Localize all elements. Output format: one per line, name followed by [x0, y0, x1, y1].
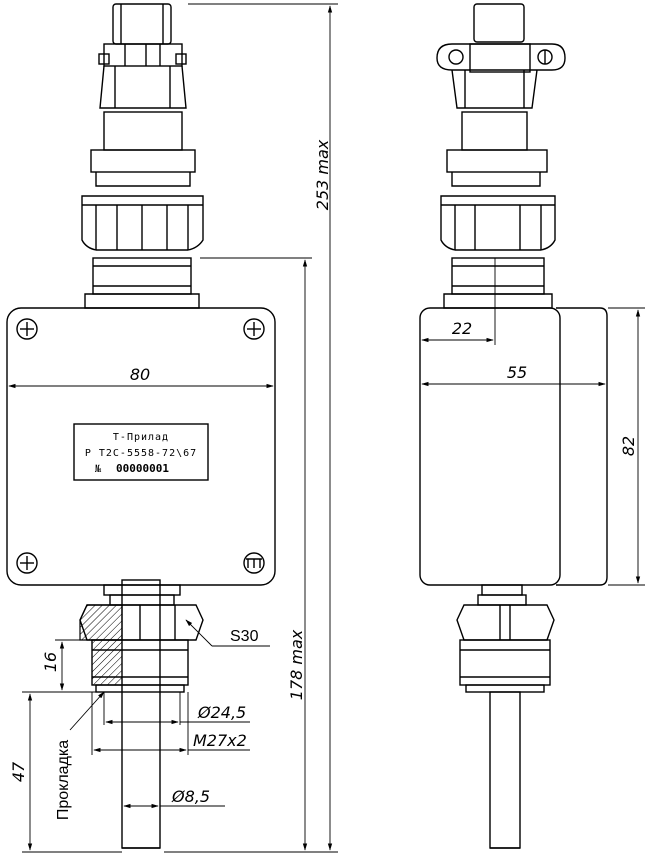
label-box-depth: 55 — [507, 363, 527, 382]
dim-thread-offset — [421, 258, 496, 345]
side-fitting — [456, 584, 555, 849]
leader-hex — [185, 619, 270, 647]
hatched-thread — [92, 640, 122, 685]
side-connector — [436, 3, 566, 309]
front-view — [6, 3, 276, 849]
label-box-height: 82 — [619, 436, 638, 456]
label-gasket: Прокладка — [55, 740, 72, 820]
dim-thread-length — [55, 639, 96, 693]
label-thread: M27x2 — [193, 731, 247, 750]
side-housing — [419, 307, 608, 586]
dim-probe-length — [22, 691, 122, 853]
hatched-section — [79, 604, 123, 641]
dim-box-height — [608, 307, 645, 586]
front-connector — [81, 3, 204, 309]
label-probe-length: 47 — [9, 761, 28, 782]
nameplate-serial-prefix: № — [95, 464, 102, 475]
label-thread-length: 16 — [41, 652, 60, 672]
dim-overall-height — [164, 3, 338, 853]
dim-lower-height — [200, 257, 312, 851]
label-thread-offset: 22 — [452, 319, 472, 338]
leader-gasket — [69, 691, 105, 731]
nameplate-model: Р Т2С-5558-72\67 — [85, 448, 197, 459]
nameplate-serial: 00000001 — [116, 462, 169, 475]
nameplate-maker: Т-Прилад — [113, 432, 169, 443]
label-probe-diameter: Ø8,5 — [171, 787, 210, 806]
label-overall-height: 253 max — [313, 139, 332, 210]
side-view — [419, 3, 608, 849]
dim-thread — [91, 692, 250, 755]
front-housing — [6, 307, 276, 586]
label-box-width: 80 — [130, 365, 150, 384]
label-hex-size: S30 — [230, 628, 259, 645]
label-collar-diameter: Ø24,5 — [197, 703, 246, 722]
label-lower-height: 178 max — [287, 629, 306, 700]
